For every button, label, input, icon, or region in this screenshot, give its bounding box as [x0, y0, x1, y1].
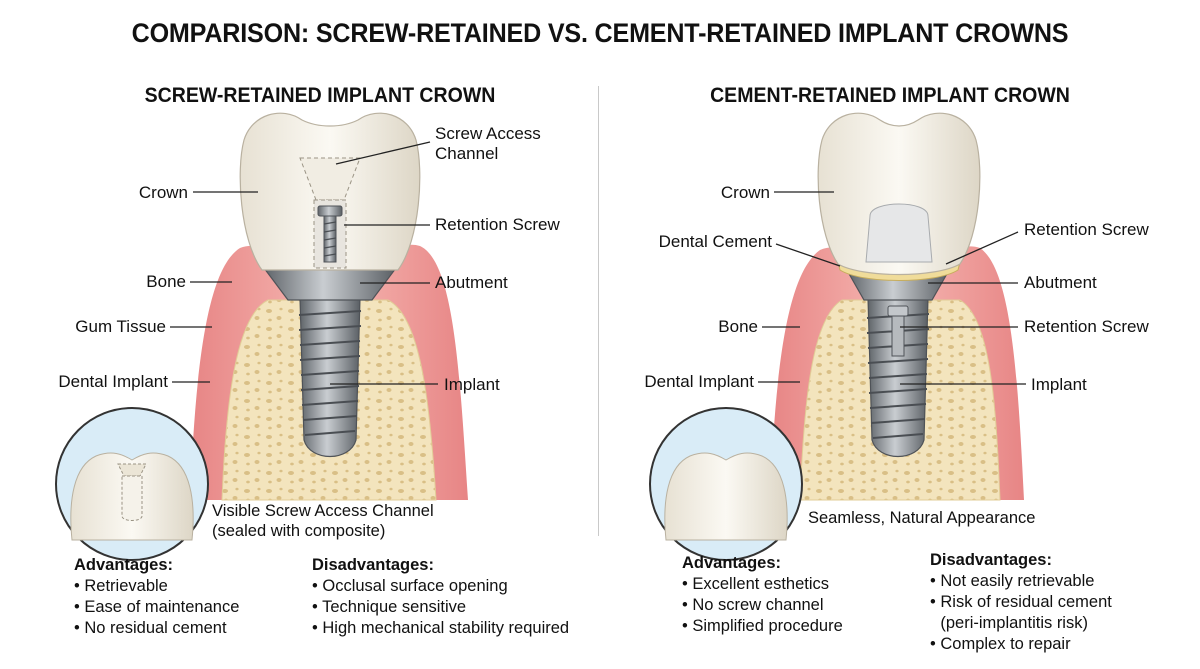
list-item: Complex to repair — [930, 634, 1112, 655]
list-item: Ease of maintenance — [74, 597, 239, 618]
label-bone: Bone — [146, 272, 186, 291]
label-abutment: Abutment — [435, 273, 508, 292]
label-dental-cement: Dental Cement — [658, 232, 772, 251]
right-disadvantages: Disadvantages: Not easily retrievable Ri… — [930, 550, 1112, 655]
list-item: High mechanical stability required — [312, 618, 569, 639]
list-item: Retrievable — [74, 576, 239, 597]
right-inset — [649, 407, 803, 561]
label-dental-implant-right: Dental Implant — [644, 372, 754, 391]
right-implant — [866, 297, 930, 458]
left-abutment — [262, 267, 398, 301]
list-item: Technique sensitive — [312, 597, 569, 618]
list-item: Simplified procedure — [682, 616, 842, 637]
list-item: Not easily retrievable — [930, 571, 1112, 592]
label-retention-screw: Retention Screw — [435, 215, 560, 234]
right-leader-lines — [758, 191, 1026, 385]
label-retention-screw-top: Retention Screw — [1024, 220, 1149, 239]
left-inset — [55, 407, 209, 561]
left-disadvantages-heading: Disadvantages: — [312, 556, 434, 574]
left-advantages-heading: Advantages: — [74, 556, 174, 574]
right-panel-title: CEMENT-RETAINED IMPLANT CROWN — [710, 84, 1070, 107]
left-retention-screw — [317, 205, 343, 263]
label-gum-tissue: Gum Tissue — [75, 317, 166, 336]
label-screw-access-channel: Screw Access Channel — [435, 124, 541, 163]
label-retention-screw-right: Retention Screw — [1024, 317, 1149, 336]
left-leader-lines — [170, 141, 438, 385]
label-implant: Implant — [444, 375, 500, 394]
left-panel-title: SCREW-RETAINED IMPLANT CROWN — [144, 84, 496, 107]
left-inset-caption: Visible Screw Access Channel (sealed wit… — [212, 502, 434, 540]
list-item: No residual cement — [74, 618, 239, 639]
label-bone-right: Bone — [718, 317, 758, 336]
label-dental-implant: Dental Implant — [58, 372, 168, 391]
label-crown-right: Crown — [720, 183, 770, 202]
list-item: Occlusal surface opening — [312, 576, 569, 597]
right-inset-caption: Seamless, Natural Appearance — [808, 509, 1036, 527]
right-crown — [817, 112, 981, 276]
right-advantages-heading: Advantages: — [682, 554, 782, 572]
label-implant-right: Implant — [1031, 375, 1087, 394]
label-crown: Crown — [138, 183, 188, 202]
panel-divider — [598, 86, 599, 536]
list-item: No screw channel — [682, 595, 843, 616]
right-advantages: Advantages: Excellent esthetics No screw… — [682, 553, 843, 637]
right-disadvantages-heading: Disadvantages: — [930, 551, 1052, 569]
left-disadvantages: Disadvantages: Occlusal surface opening … — [312, 555, 569, 639]
page-title: COMPARISON: SCREW-RETAINED VS. CEMENT-RE… — [131, 18, 1069, 48]
left-implant — [298, 297, 362, 458]
label-abutment-right: Abutment — [1024, 273, 1097, 292]
list-item: Risk of residual cement — [930, 592, 1112, 613]
list-item: Excellent esthetics — [682, 574, 843, 595]
left-advantages: Advantages: Retrievable Ease of maintena… — [74, 555, 239, 639]
list-item: • (peri-implantitis risk) — [940, 614, 1088, 632]
